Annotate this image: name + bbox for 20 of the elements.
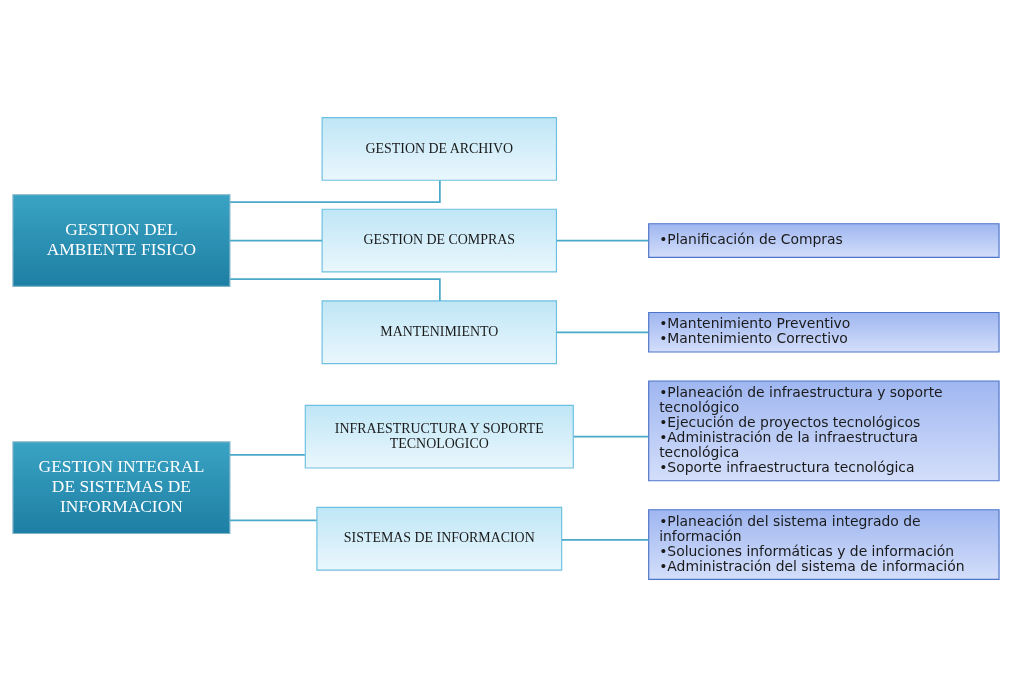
node-box: •Planeación de infraestructura y soporte tecnológico •Ejecución de proyectos tecnológicos •Administración de la infraestructura tecnológica •Soporte infraestructura tecnológica bbox=[648, 379, 1000, 481]
connector bbox=[229, 239, 323, 241]
connector bbox=[555, 330, 650, 333]
node-box: •Planeación del sistema integrado de información •Soluciones informáticas y de información •Administración del sistema de información bbox=[648, 508, 1000, 580]
node-box: GESTION DE ARCHIVO bbox=[321, 116, 558, 181]
connector bbox=[555, 239, 650, 241]
node-box: INFRAESTRUCTURA Y SOPORTE TECNOLOGICO bbox=[304, 404, 574, 469]
connector bbox=[572, 435, 650, 438]
node-box: GESTION INTEGRAL DE SISTEMAS DE INFORMACION bbox=[12, 440, 231, 534]
connector bbox=[229, 179, 441, 203]
connector bbox=[229, 519, 318, 521]
node-box: •Planificación de Compras bbox=[648, 222, 1000, 258]
node-box: GESTION DEL AMBIENTE FISICO bbox=[12, 193, 231, 287]
node-box: MANTENIMIENTO bbox=[321, 299, 558, 364]
connector bbox=[561, 538, 650, 541]
node-box: GESTION DE COMPRAS bbox=[321, 208, 558, 272]
node-box: SISTEMAS DE INFORMACION bbox=[316, 506, 563, 571]
node-box: •Mantenimiento Preventivo •Mantenimiento Correctivo bbox=[648, 311, 1000, 353]
connector bbox=[229, 277, 441, 302]
connector bbox=[229, 453, 306, 456]
